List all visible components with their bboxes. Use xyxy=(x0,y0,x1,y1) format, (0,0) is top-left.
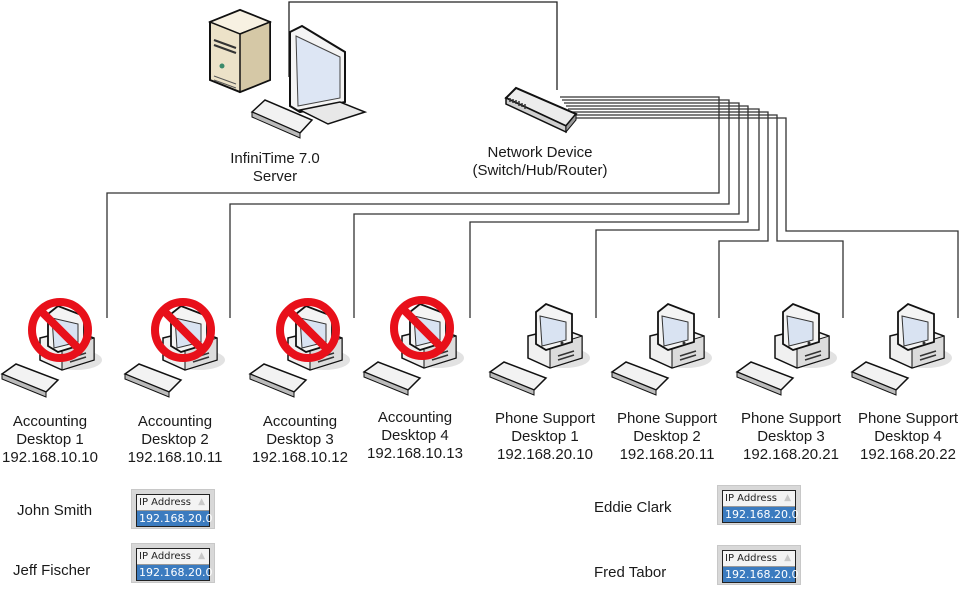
network-switch-icon xyxy=(504,86,578,134)
ip-address-header[interactable]: IP Address ▲ xyxy=(137,549,209,565)
wire-phone-support-2 xyxy=(570,111,769,318)
ip-address-column[interactable]: IP Address ▲ 192.168.20.0 xyxy=(717,545,801,585)
ip-address-column[interactable]: IP Address ▲ 192.168.20.0 xyxy=(717,485,801,525)
network-device-label: Network Device (Switch/Hub/Router) xyxy=(460,144,620,180)
desktop-computer-icon xyxy=(610,302,712,396)
server-keyboard-icon xyxy=(250,99,314,139)
desktop-ip: 192.168.10.13 xyxy=(367,445,463,462)
wire-phone-support-1 xyxy=(568,108,760,318)
ip-address-column[interactable]: IP Address ▲ 192.168.20.0 xyxy=(131,489,215,529)
ip-address-column[interactable]: IP Address ▲ 192.168.20.0 xyxy=(131,543,215,583)
ip-header-label: IP Address xyxy=(139,497,191,508)
desktop-label-line1: Accounting xyxy=(137,413,213,430)
desktop-label: Accounting Desktop 3 192.168.10.12 xyxy=(245,413,355,467)
wire-accounting-4 xyxy=(469,105,749,318)
ip-header-label: IP Address xyxy=(139,551,191,562)
sort-ascending-icon: ▲ xyxy=(198,497,205,507)
ip-header-label: IP Address xyxy=(725,553,777,564)
desktop-label-line2: Desktop 3 xyxy=(266,431,334,448)
desktop-computer-icon xyxy=(850,302,952,396)
desktop-label-line1: Accounting xyxy=(262,413,338,430)
network-device-label-line2: (Switch/Hub/Router) xyxy=(472,162,608,179)
desktop-label-line1: Phone Support xyxy=(616,410,718,427)
desktop-label: Phone Support Desktop 2 192.168.20.11 xyxy=(607,410,727,464)
user-name: Eddie Clark xyxy=(594,499,672,516)
desktop-label-line1: Accounting xyxy=(12,413,88,430)
desktop-computer-icon xyxy=(248,298,350,398)
desktop-ip: 192.168.10.12 xyxy=(252,449,348,466)
desktop-ip: 192.168.20.21 xyxy=(743,446,839,463)
desktop-label-line2: Desktop 1 xyxy=(16,431,84,448)
ip-address-value[interactable]: 192.168.20.0 xyxy=(137,565,213,580)
ip-address-value[interactable]: 192.168.20.0 xyxy=(723,507,799,522)
desktop-ip: 192.168.20.22 xyxy=(860,446,956,463)
server-label: InfiniTime 7.0 Server xyxy=(215,150,335,186)
wire-phone-support-4 xyxy=(574,117,959,318)
server-icon xyxy=(207,8,273,94)
desktop-computer-icon xyxy=(735,302,837,396)
user-name: Jeff Fischer xyxy=(13,562,91,579)
user-name: Fred Tabor xyxy=(594,564,667,581)
desktop-label: Phone Support Desktop 1 192.168.20.10 xyxy=(485,410,605,464)
server-label-line1: InfiniTime 7.0 xyxy=(230,150,320,167)
desktop-ip: 192.168.20.10 xyxy=(497,446,593,463)
desktop-ip: 192.168.10.10 xyxy=(2,449,98,466)
desktop-computer-icon xyxy=(488,302,590,396)
wire-accounting-3 xyxy=(353,102,740,318)
desktop-label-line1: Phone Support xyxy=(494,410,596,427)
wire-phone-support-3 xyxy=(572,114,844,318)
desktop-label: Accounting Desktop 4 192.168.10.13 xyxy=(360,409,470,463)
sort-ascending-icon: ▲ xyxy=(198,551,205,561)
blocked-icon xyxy=(151,298,215,362)
desktop-label-line2: Desktop 2 xyxy=(633,428,701,445)
desktop-label-line2: Desktop 2 xyxy=(141,431,209,448)
blocked-icon xyxy=(276,298,340,362)
user-name: John Smith xyxy=(17,502,93,519)
sort-ascending-icon: ▲ xyxy=(784,553,791,563)
ip-address-header[interactable]: IP Address ▲ xyxy=(723,491,795,507)
desktop-label-line1: Phone Support xyxy=(740,410,842,427)
wire-accounting-1 xyxy=(106,96,720,318)
desktop-label-line1: Accounting xyxy=(377,409,453,426)
ip-header-label: IP Address xyxy=(725,493,777,504)
wire-accounting-2 xyxy=(229,99,730,318)
desktop-label: Accounting Desktop 2 192.168.10.11 xyxy=(120,413,230,467)
desktop-label-line2: Desktop 4 xyxy=(381,427,449,444)
desktop-ip: 192.168.20.11 xyxy=(619,446,715,463)
desktop-label-line2: Desktop 3 xyxy=(757,428,825,445)
ip-address-value[interactable]: 192.168.20.0 xyxy=(137,511,213,526)
network-device-label-line1: Network Device xyxy=(487,144,593,161)
desktop-ip: 192.168.10.11 xyxy=(127,449,223,466)
desktop-label-line1: Phone Support xyxy=(857,410,959,427)
blocked-icon xyxy=(390,296,454,360)
desktop-label-line2: Desktop 1 xyxy=(511,428,579,445)
desktop-computer-icon xyxy=(362,296,464,396)
blocked-icon xyxy=(28,298,92,362)
desktop-label: Phone Support Desktop 3 192.168.20.21 xyxy=(731,410,851,464)
desktop-label-line2: Desktop 4 xyxy=(874,428,942,445)
desktop-computer-icon xyxy=(0,298,102,398)
server-monitor-icon xyxy=(289,24,368,125)
desktop-computer-icon xyxy=(123,298,225,398)
desktop-label: Phone Support Desktop 4 192.168.20.22 xyxy=(848,410,968,464)
desktop-label: Accounting Desktop 1 192.168.10.10 xyxy=(0,413,100,467)
ip-address-value[interactable]: 192.168.20.0 xyxy=(723,567,799,582)
server-label-line2: Server xyxy=(252,168,298,185)
sort-ascending-icon: ▲ xyxy=(784,493,791,503)
ip-address-header[interactable]: IP Address ▲ xyxy=(723,551,795,567)
ip-address-header[interactable]: IP Address ▲ xyxy=(137,495,209,511)
